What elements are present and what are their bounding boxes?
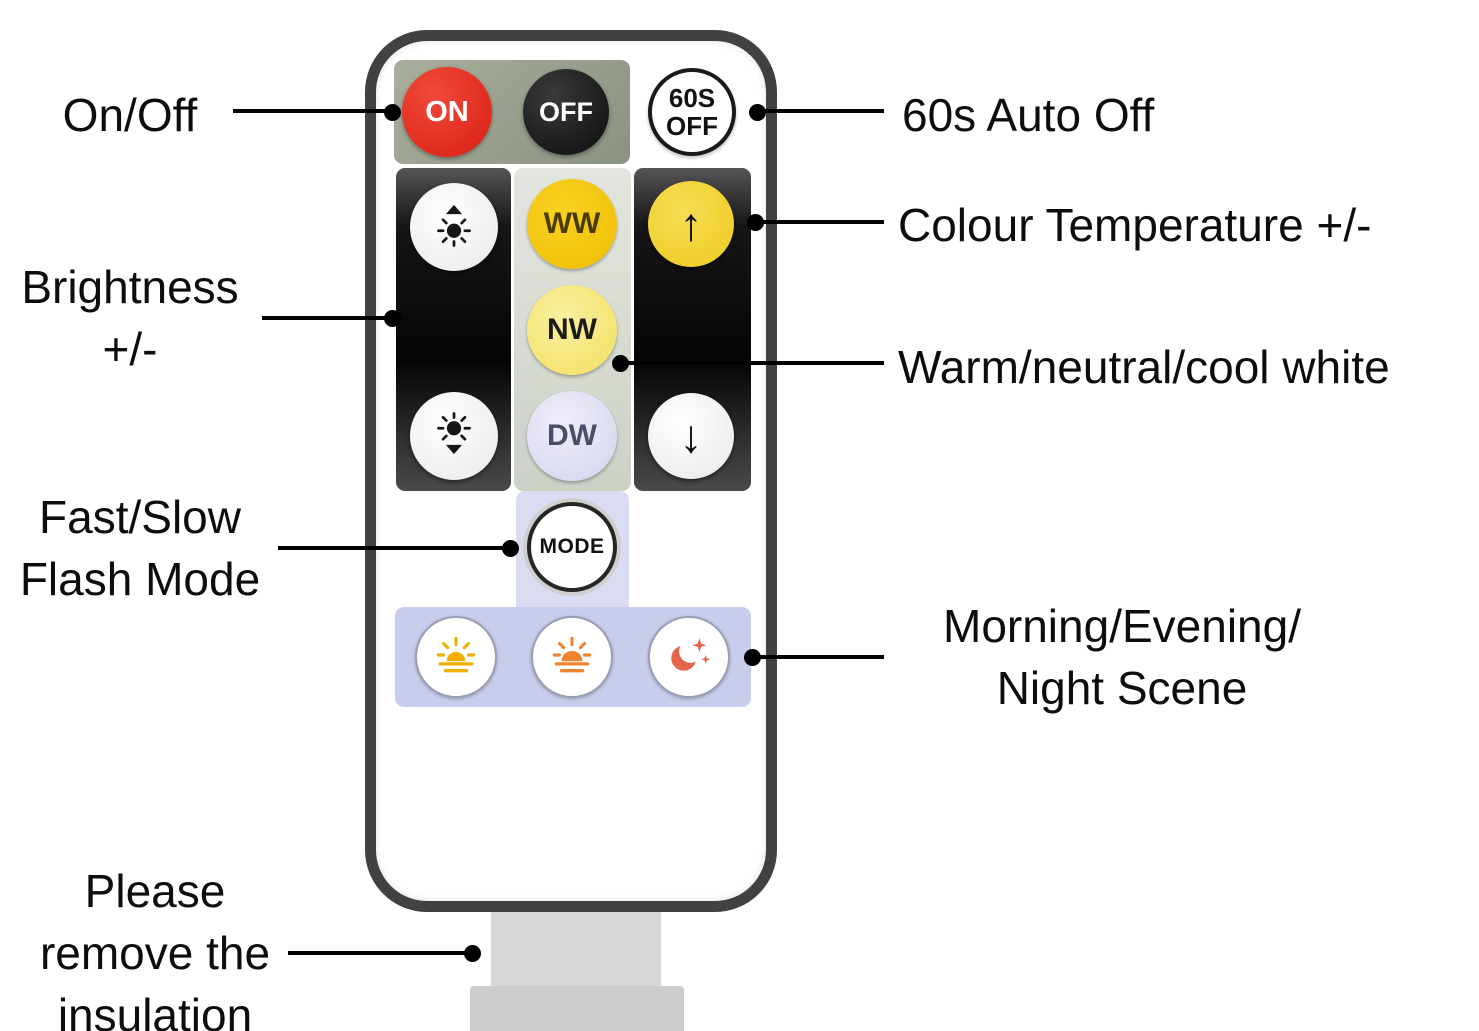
sunrise-icon <box>432 631 480 684</box>
callout-dot-brightness <box>384 310 401 327</box>
label-scene-line1: Morning/Evening/ <box>943 600 1301 652</box>
warm-white-button[interactable]: WW <box>527 179 617 269</box>
neutral-white-button-label: NW <box>547 313 597 346</box>
cool-white-button-label: DW <box>547 419 597 452</box>
label-insulation-line2: remove the <box>39 927 271 979</box>
sun-brightness-up-icon <box>431 202 477 253</box>
up-arrow-icon: ↑ <box>679 198 703 250</box>
label-brightness: Brightness +/- <box>5 256 255 380</box>
sunset-icon <box>548 631 596 684</box>
callout-dot-on-off <box>384 104 401 121</box>
label-brightness-line2: +/- <box>102 323 158 375</box>
label-white-modes: Warm/neutral/cool white <box>898 336 1390 398</box>
callout-line-white-modes <box>618 361 884 365</box>
down-arrow-icon: ↓ <box>679 410 703 462</box>
night-scene-button[interactable] <box>648 616 730 698</box>
colour-temp-down-button[interactable]: ↓ <box>648 393 734 479</box>
label-insulation: Please remove the insulation <box>25 860 285 1031</box>
brightness-down-button[interactable] <box>410 392 498 480</box>
label-flash-mode: Fast/Slow Flash Mode <box>8 486 272 610</box>
mode-button[interactable]: MODE <box>527 502 617 592</box>
label-white-modes-text: Warm/neutral/cool white <box>898 341 1390 393</box>
callout-dot-colour-temp <box>747 214 764 231</box>
colour-temp-up-button[interactable]: ↑ <box>648 181 734 267</box>
callout-line-scene <box>752 655 884 659</box>
label-insulation-line1: Please <box>84 865 226 917</box>
callout-dot-auto-off <box>749 104 766 121</box>
on-button[interactable]: ON <box>402 67 492 157</box>
insulation-tab-base <box>470 986 684 1031</box>
morning-scene-button[interactable] <box>415 616 497 698</box>
label-on-off: On/Off <box>30 84 230 146</box>
callout-dot-flash-mode <box>502 540 519 557</box>
label-scene: Morning/Evening/ Night Scene <box>898 595 1346 719</box>
callout-line-brightness <box>262 316 392 320</box>
label-auto-off-text: 60s Auto Off <box>902 89 1155 141</box>
callout-dot-insulation <box>464 945 481 962</box>
remote-control: ON OFF 60S OFF <box>365 30 777 912</box>
mode-button-label: MODE <box>539 535 605 558</box>
callout-line-insulation <box>288 951 472 955</box>
auto-off-button-label-2: OFF <box>666 111 718 141</box>
neutral-white-button[interactable]: NW <box>527 285 617 375</box>
label-brightness-line1: Brightness <box>21 261 239 313</box>
callout-line-on-off <box>233 109 393 113</box>
callout-line-auto-off <box>757 109 884 113</box>
off-button[interactable]: OFF <box>523 69 609 155</box>
callout-dot-white-modes <box>612 355 629 372</box>
on-button-label: ON <box>425 95 469 128</box>
callout-dot-scene <box>744 649 761 666</box>
label-colour-temp: Colour Temperature +/- <box>898 194 1371 256</box>
callout-line-flash-mode <box>278 546 510 550</box>
moon-stars-icon <box>665 631 713 684</box>
label-scene-line2: Night Scene <box>996 662 1248 714</box>
label-flash-mode-line2: Flash Mode <box>19 553 261 605</box>
label-on-off-text: On/Off <box>62 89 198 141</box>
label-insulation-line3: insulation <box>57 989 253 1031</box>
cool-white-button[interactable]: DW <box>527 391 617 481</box>
label-flash-mode-line1: Fast/Slow <box>39 491 241 543</box>
callout-line-colour-temp <box>753 220 884 224</box>
brightness-up-button[interactable] <box>410 183 498 271</box>
auto-off-button-label-1: 60S <box>668 83 716 113</box>
auto-off-button[interactable]: 60S OFF <box>648 68 736 156</box>
label-colour-temp-text: Colour Temperature +/- <box>898 199 1372 251</box>
sun-brightness-down-icon <box>431 411 477 462</box>
label-auto-off: 60s Auto Off <box>902 84 1154 146</box>
warm-white-button-label: WW <box>543 207 601 240</box>
evening-scene-button[interactable] <box>531 616 613 698</box>
off-button-label: OFF <box>539 96 593 127</box>
